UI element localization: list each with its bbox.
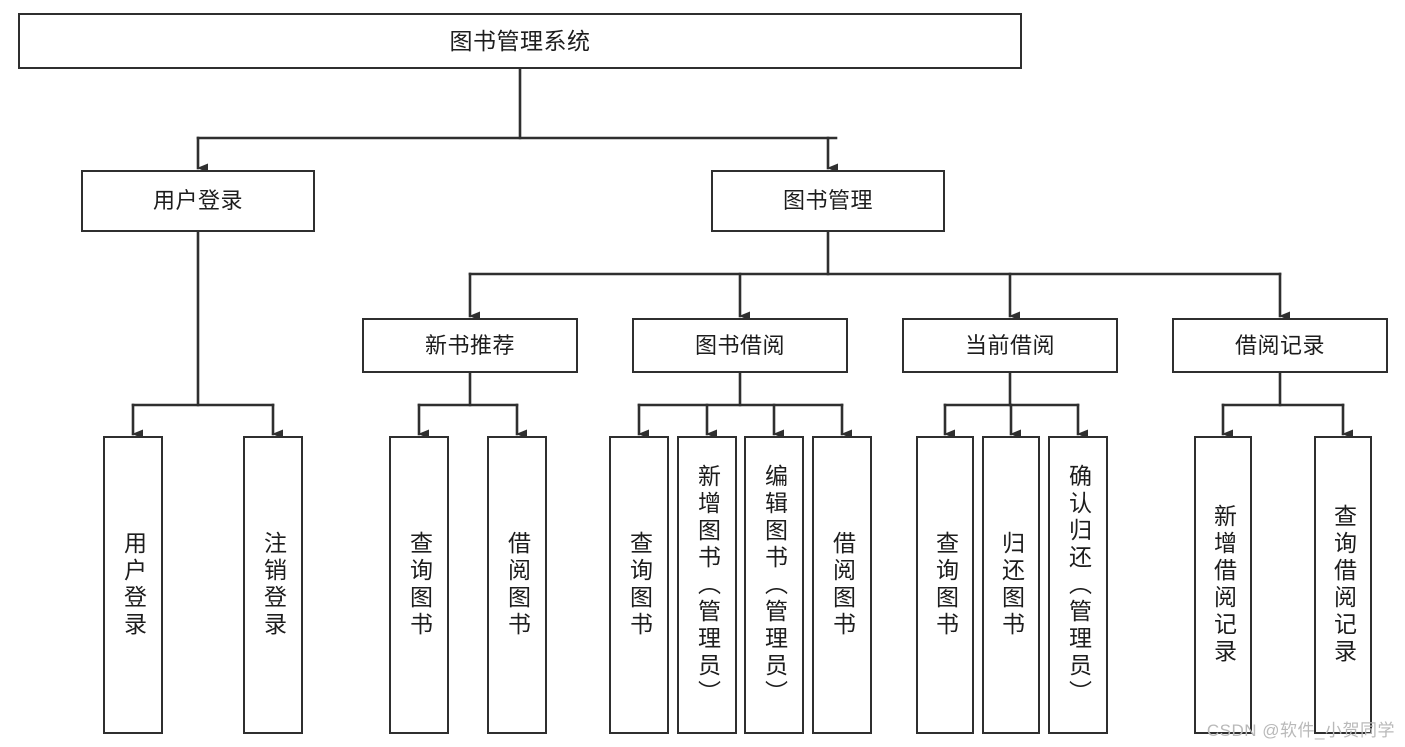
node-leaf-borrow-book-borrow-label: 借阅图书 <box>829 531 856 639</box>
node-leaf-query-book-current-label: 查询图书 <box>932 531 959 639</box>
node-root[interactable]: 图书管理系统 <box>18 13 1022 69</box>
node-new-book-rec-label: 新书推荐 <box>424 332 515 358</box>
node-book-manage-label: 图书管理 <box>782 188 873 214</box>
node-leaf-query-record[interactable]: 查询借阅记录 <box>1314 436 1372 734</box>
node-book-borrow[interactable]: 图书借阅 <box>632 318 848 373</box>
node-leaf-add-record[interactable]: 新增借阅记录 <box>1194 436 1252 734</box>
node-user-login[interactable]: 用户登录 <box>81 170 315 232</box>
node-leaf-borrow-book-rec[interactable]: 借阅图书 <box>487 436 547 734</box>
node-leaf-query-book-rec[interactable]: 查询图书 <box>389 436 449 734</box>
node-root-label: 图书管理系统 <box>449 27 591 54</box>
node-leaf-user-logout-label: 注销登录 <box>260 531 287 639</box>
node-leaf-query-book-borrow-label: 查询图书 <box>626 531 653 639</box>
node-borrow-record[interactable]: 借阅记录 <box>1172 318 1388 373</box>
node-leaf-user-login-label: 用户登录 <box>120 531 147 639</box>
node-leaf-borrow-book-rec-label: 借阅图书 <box>504 531 531 639</box>
node-leaf-add-record-label: 新增借阅记录 <box>1210 504 1237 666</box>
node-leaf-query-book-rec-label: 查询图书 <box>406 531 433 639</box>
node-book-manage[interactable]: 图书管理 <box>711 170 945 232</box>
watermark-text: CSDN @软件_小贺同学 <box>1206 721 1395 740</box>
node-leaf-confirm-return-label: 确认归还（管理员） <box>1065 463 1092 707</box>
node-current-borrow[interactable]: 当前借阅 <box>902 318 1118 373</box>
node-leaf-edit-book-label: 编辑图书（管理员） <box>761 463 788 707</box>
node-leaf-add-book[interactable]: 新增图书（管理员） <box>677 436 737 734</box>
node-leaf-return-book-label: 归还图书 <box>998 531 1025 639</box>
node-leaf-query-book-borrow[interactable]: 查询图书 <box>609 436 669 734</box>
node-leaf-borrow-book-borrow[interactable]: 借阅图书 <box>812 436 872 734</box>
node-leaf-query-record-label: 查询借阅记录 <box>1330 504 1357 666</box>
node-book-borrow-label: 图书借阅 <box>694 332 785 358</box>
node-leaf-add-book-label: 新增图书（管理员） <box>694 463 721 707</box>
node-leaf-confirm-return[interactable]: 确认归还（管理员） <box>1048 436 1108 734</box>
node-leaf-user-logout[interactable]: 注销登录 <box>243 436 303 734</box>
node-leaf-return-book[interactable]: 归还图书 <box>982 436 1040 734</box>
node-borrow-record-label: 借阅记录 <box>1234 332 1325 358</box>
node-leaf-query-book-current[interactable]: 查询图书 <box>916 436 974 734</box>
node-current-borrow-label: 当前借阅 <box>964 332 1055 358</box>
node-leaf-user-login[interactable]: 用户登录 <box>103 436 163 734</box>
node-leaf-edit-book[interactable]: 编辑图书（管理员） <box>744 436 804 734</box>
node-new-book-rec[interactable]: 新书推荐 <box>362 318 578 373</box>
node-user-login-label: 用户登录 <box>152 188 243 214</box>
